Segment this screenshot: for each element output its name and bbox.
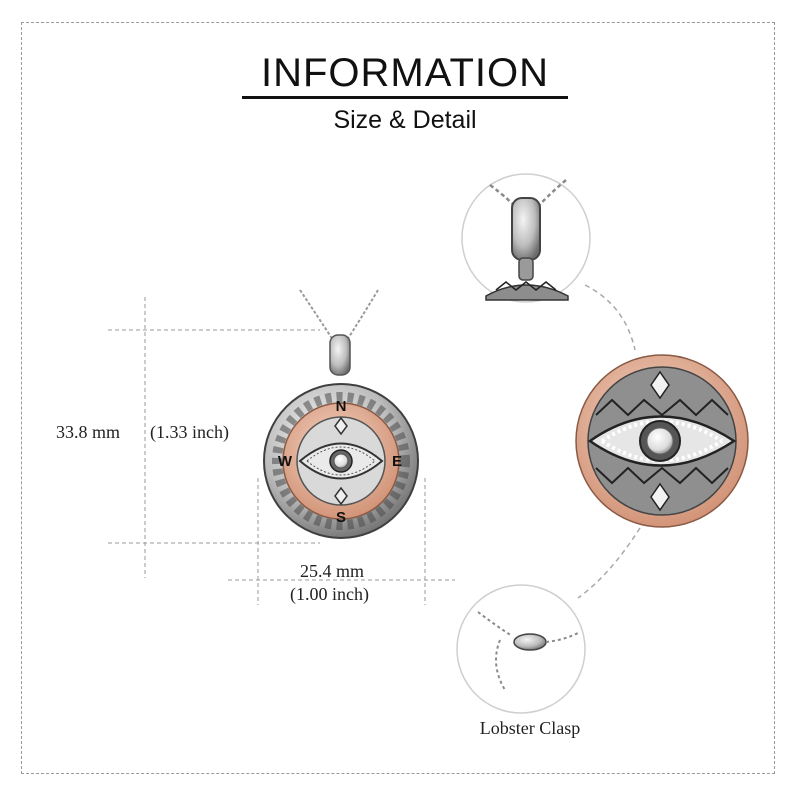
bail-detail-image <box>461 173 591 303</box>
title-underline <box>242 96 568 99</box>
main-pendant <box>263 289 419 539</box>
dashed-frame <box>21 22 775 774</box>
dimension-guides <box>108 297 455 605</box>
clasp-detail-image <box>456 584 586 714</box>
width-inch-label: (1.00 inch) <box>290 584 369 604</box>
compass-north: N <box>336 398 347 415</box>
width-mm-label: 25.4 mm <box>300 561 365 581</box>
detail-connectors <box>577 284 641 599</box>
height-inch-label: (1.33 inch) <box>150 422 229 442</box>
connector-top <box>584 284 636 351</box>
compass-south: S <box>336 509 346 526</box>
clasp-label: Lobster Clasp <box>479 718 581 738</box>
page-subtitle: Size & Detail <box>333 106 477 134</box>
connector-bottom <box>577 527 641 599</box>
height-mm-label: 33.8 mm <box>56 422 121 442</box>
compass-east: E <box>392 453 402 470</box>
page-title: INFORMATION <box>260 51 549 95</box>
compass-west: W <box>278 453 293 470</box>
eye-detail-image <box>575 354 749 528</box>
